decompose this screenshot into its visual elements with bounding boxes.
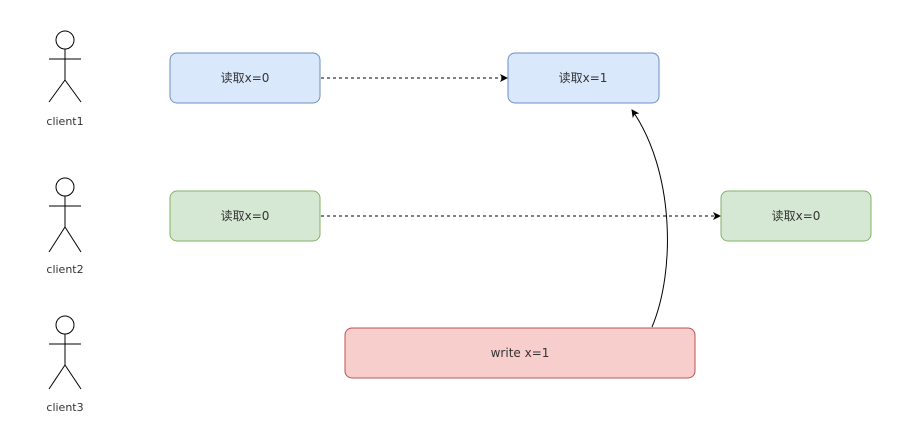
client2-actor-icon [48, 177, 82, 253]
c2-read-after-box[interactable]: 读取x=0 [720, 190, 872, 242]
c1-read-before-label: 读取x=0 [221, 71, 270, 85]
client2-label: client2 [46, 263, 83, 276]
c1-read-after-box[interactable]: 读取x=1 [507, 52, 660, 104]
c2-read-after-label: 读取x=0 [772, 209, 821, 223]
c1-read-before-box[interactable]: 读取x=0 [169, 52, 321, 104]
c1-read-after-label: 读取x=1 [559, 71, 608, 85]
client1-label: client1 [46, 115, 83, 128]
client3-actor-icon [48, 315, 82, 390]
c2-read-before-box[interactable]: 读取x=0 [169, 190, 321, 242]
client3-label: client3 [46, 401, 83, 414]
c3-write-box[interactable]: write x=1 [344, 327, 696, 379]
c2-read-before-label: 读取x=0 [221, 209, 270, 223]
c3-write-label: write x=1 [491, 346, 550, 360]
client1-actor-icon [48, 30, 82, 103]
write-propagation-edge [631, 109, 668, 328]
